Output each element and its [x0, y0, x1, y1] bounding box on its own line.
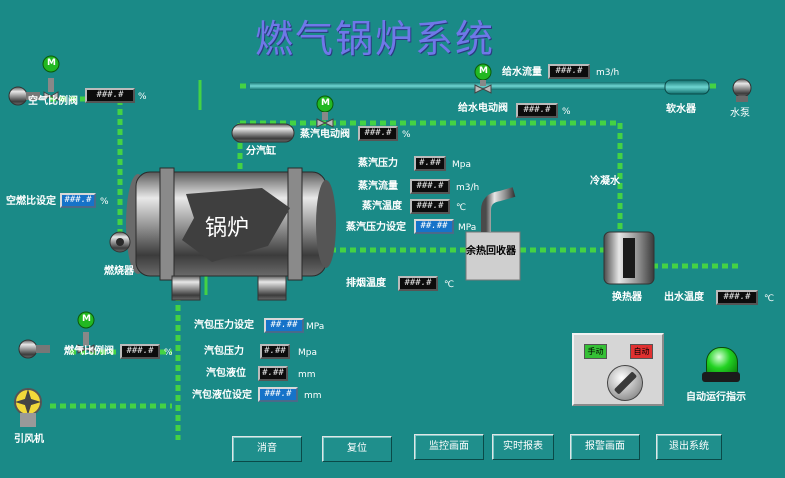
- feed-flow-display: ###.#: [548, 64, 590, 79]
- steam-flow-display: ###.#: [410, 179, 450, 194]
- motor-mark-steam: M: [321, 98, 330, 108]
- gas-valve-assembly: [18, 311, 95, 359]
- page-title: 燃气锅炉系统: [254, 17, 495, 61]
- motor-mark-air: M: [47, 58, 56, 68]
- feed-flow-label: 给水流量: [502, 67, 542, 78]
- drum-pressure-label: 汽包压力: [204, 346, 244, 357]
- auto-mode-switch[interactable]: 自动: [630, 344, 653, 359]
- steam-pressure-set-label: 蒸汽压力设定: [346, 222, 406, 233]
- air-fuel-setpoint-input[interactable]: ###.#: [60, 193, 96, 208]
- softener-tank: [664, 79, 710, 95]
- air-ratio-unit: %: [138, 92, 147, 102]
- flue-temp-unit: ℃: [444, 280, 455, 290]
- mode-selector-knob[interactable]: [607, 365, 643, 401]
- steam-header-drum: [231, 123, 295, 143]
- drum-level-display: #.##: [258, 366, 288, 381]
- heat-recovery-label: 余热回收器: [466, 246, 516, 257]
- silence-button[interactable]: 消音: [232, 436, 302, 462]
- condensate-label: 冷凝水: [590, 176, 620, 187]
- drum-level-set-label: 汽包液位设定: [192, 390, 252, 401]
- pump-water: [732, 78, 752, 102]
- heat-exchanger-label: 换热器: [612, 292, 642, 303]
- outlet-water-temp-unit: ℃: [764, 294, 775, 304]
- drum-pressure-unit: Mpa: [298, 348, 317, 358]
- motor-mark-gas: M: [82, 314, 91, 324]
- alarm-screen-button[interactable]: 报警画面: [570, 434, 640, 460]
- drum-level-set-unit: mm: [304, 391, 322, 401]
- steam-header-label: 分汽缸: [246, 146, 276, 157]
- motor-mark-feed: M: [479, 66, 488, 76]
- reset-button[interactable]: 复位: [322, 436, 392, 462]
- heat-recovery-unit: [465, 187, 521, 281]
- steam-temp-unit: ℃: [456, 203, 467, 213]
- exit-system-button[interactable]: 退出系统: [656, 434, 722, 460]
- steam-pressure-display: #.##: [414, 156, 446, 171]
- drum-pressure-set-label: 汽包压力设定: [194, 320, 254, 331]
- boiler-label: 锅炉: [205, 216, 250, 241]
- steam-pressure-set-unit: MPa: [458, 223, 477, 233]
- air-valve-assembly: [8, 55, 60, 106]
- gas-ratio-unit: %: [164, 348, 173, 358]
- drum-pressure-set-unit: MPa: [306, 322, 325, 332]
- feedwater-valve-assembly: [474, 63, 492, 94]
- outlet-water-temp-label: 出水温度: [664, 292, 704, 303]
- monitor-screen-button[interactable]: 监控画面: [414, 434, 484, 460]
- lamp-base: [702, 372, 740, 382]
- drum-pressure-display: #.##: [260, 344, 290, 359]
- air-ratio-valve-label: 空气比例阀: [28, 96, 78, 107]
- steam-temp-display: ###.#: [410, 199, 450, 214]
- drum-level-unit: mm: [298, 370, 316, 380]
- induced-fan-unit: [14, 388, 42, 427]
- feedwater-valve-label: 给水电动阀: [458, 103, 508, 114]
- gas-ratio-display: ###.#: [120, 344, 160, 359]
- drum-level-label: 汽包液位: [206, 368, 246, 379]
- steam-pressure-label: 蒸汽压力: [358, 158, 398, 169]
- feed-valve-display: ###.#: [516, 103, 558, 118]
- air-fuel-setpoint-label: 空燃比设定: [6, 196, 56, 207]
- burner-unit: [109, 231, 131, 253]
- drum-level-set-input[interactable]: ###.#: [258, 387, 298, 402]
- steam-flow-label: 蒸汽流量: [358, 181, 398, 192]
- flue-temp-display: ###.#: [398, 276, 438, 291]
- gas-ratio-valve-label: 燃气比例阀: [64, 346, 114, 357]
- steam-flow-unit: m3/h: [456, 183, 480, 193]
- drum-pressure-set-input[interactable]: ##.##: [264, 318, 304, 333]
- flue-temp-label: 排烟温度: [346, 278, 386, 289]
- auto-run-indicator-label: 自动运行指示: [686, 392, 746, 403]
- air-fuel-setpoint-unit: %: [100, 197, 109, 207]
- steam-temp-label: 蒸汽温度: [362, 201, 402, 212]
- steam-valve-label: 蒸汽电动阀: [300, 129, 350, 140]
- realtime-report-button[interactable]: 实时报表: [492, 434, 554, 460]
- outlet-water-temp-display: ###.#: [716, 290, 758, 305]
- burner-label: 燃烧器: [104, 266, 134, 277]
- heat-exchanger-unit: [603, 231, 655, 285]
- pipe-air: [50, 96, 123, 232]
- boiler-body: [126, 167, 336, 301]
- mode-switch-panel: 手动 自动: [572, 333, 664, 406]
- manual-mode-switch[interactable]: 手动: [584, 344, 607, 359]
- steam-valve-unit: %: [402, 130, 411, 140]
- auto-run-lamp-icon: [706, 347, 738, 375]
- water-pump-label: 水泵: [730, 108, 750, 119]
- steam-pressure-unit: Mpa: [452, 160, 471, 170]
- steam-pressure-set-input[interactable]: ##.##: [414, 219, 454, 234]
- softener-label: 软水器: [666, 104, 696, 115]
- air-ratio-display: ###.#: [85, 88, 135, 103]
- feed-valve-unit: %: [562, 107, 571, 117]
- steam-valve-display: ###.#: [358, 126, 398, 141]
- feed-flow-unit: m3/h: [596, 68, 620, 78]
- steam-valve-assembly: [316, 95, 334, 128]
- induced-fan-label: 引风机: [14, 434, 44, 445]
